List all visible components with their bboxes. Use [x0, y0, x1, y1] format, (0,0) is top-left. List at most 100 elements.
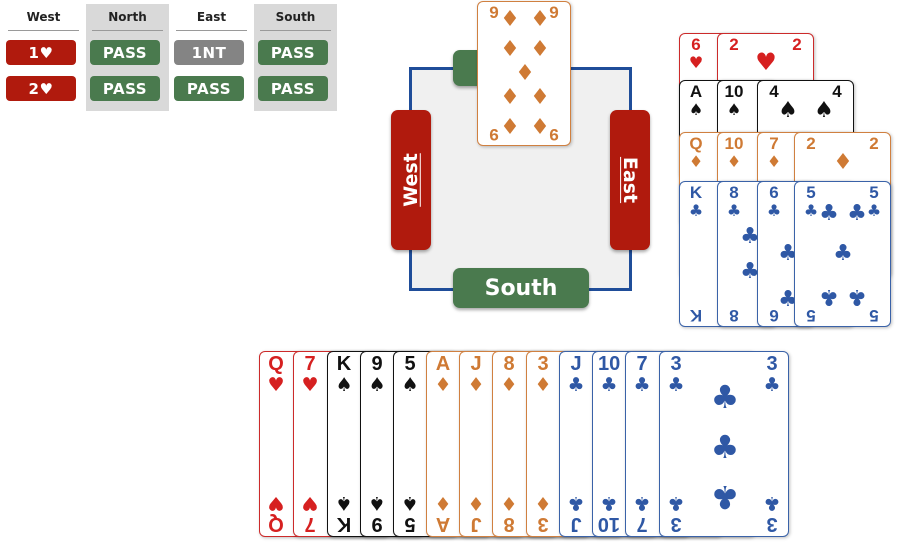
club-icon: ♣ — [833, 241, 853, 266]
card-index: 3♣ — [761, 492, 783, 535]
spade-icon: ♠ — [401, 374, 419, 396]
card-index: 2 — [869, 134, 879, 153]
club-icon: ♣ — [600, 492, 618, 514]
card-index: Q♥ — [265, 492, 287, 535]
divider — [260, 30, 331, 31]
divider — [8, 30, 79, 31]
card-index: 9♠ — [366, 354, 388, 395]
card-index: 4 — [832, 82, 842, 101]
card-index: 2 — [729, 35, 739, 54]
diamond-icon: ♦ — [530, 85, 550, 110]
club-icon: ♣ — [778, 287, 798, 312]
club-icon: ♣ — [819, 201, 839, 226]
divider — [176, 30, 247, 31]
card-index: 5♠ — [399, 354, 421, 395]
bid-west-2: 2♥ — [6, 76, 76, 101]
club-icon: ♣ — [710, 478, 740, 516]
heart-icon: ♥ — [301, 492, 319, 514]
card-index: K♣ — [685, 184, 707, 219]
club-icon: ♣ — [600, 374, 618, 396]
diamond-icon: ♦ — [530, 115, 550, 140]
diamond-icon: ♦ — [688, 152, 704, 171]
card-index: 9 — [549, 3, 559, 22]
diamond-icon: ♦ — [530, 7, 550, 32]
card-index: 3♦ — [532, 492, 554, 535]
bid-south-2: PASS — [258, 76, 328, 101]
diamond-icon: ♦ — [467, 374, 485, 396]
seat-south[interactable]: South — [453, 268, 589, 308]
diamond-icon: ♦ — [833, 150, 853, 175]
card-index: A♦ — [432, 354, 454, 395]
club-icon: ♣ — [803, 201, 819, 220]
club-icon: ♣ — [667, 492, 685, 514]
diamond-icon: ♦ — [500, 374, 518, 396]
card-index: 7♥ — [299, 492, 321, 535]
bid-column-east: East 1NT PASS — [170, 4, 253, 111]
card-index: 6♥ — [685, 36, 707, 71]
diamond-icon: ♦ — [515, 61, 535, 86]
card-index: 8♦ — [498, 492, 520, 535]
club-icon: ♣ — [866, 201, 882, 220]
seat-east[interactable]: East — [610, 110, 650, 250]
heart-icon: ♥ — [267, 374, 285, 396]
seat-south-label: South — [484, 275, 558, 301]
card-index: Q♥ — [265, 354, 287, 395]
spade-icon: ♠ — [335, 374, 353, 396]
card-index: K — [689, 306, 703, 325]
club-icon: ♣ — [710, 378, 740, 416]
seat-west[interactable]: West — [391, 110, 431, 250]
card-index: 3♣ — [665, 492, 687, 535]
bid-north-1: PASS — [90, 40, 160, 65]
card-index: 10♦ — [724, 134, 744, 171]
card-index: 8♦ — [498, 354, 520, 395]
spade-icon: ♠ — [688, 100, 704, 119]
card-index: 5♠ — [399, 492, 421, 535]
card-index: Q♦ — [685, 135, 707, 170]
card-index: A♠ — [685, 83, 707, 118]
hand-card-clubs-3[interactable]: 3♣ 3♣ 3♣ 3♣ ♣ ♣ ♣ — [659, 351, 789, 537]
card-index: 9♠ — [366, 492, 388, 535]
club-icon: ♣ — [763, 374, 781, 396]
dummy-card-clubs-5[interactable]: 5♣ 5♣ 5 5 ♣ ♣ ♣ ♣ ♣ — [794, 181, 891, 327]
card-index: 2 — [806, 134, 816, 153]
spade-icon: ♠ — [368, 374, 386, 396]
heart-icon: ♥ — [688, 53, 704, 72]
club-icon: ♣ — [710, 428, 740, 466]
card-index: 7♦ — [763, 135, 785, 170]
card-index: 9 — [489, 3, 499, 22]
card-index: 2 — [792, 35, 802, 54]
spade-icon: ♠ — [401, 492, 419, 514]
diamond-icon: ♦ — [500, 37, 520, 62]
card-index: J♦ — [465, 492, 487, 535]
heart-icon: ♥ — [267, 492, 285, 514]
card-index: 8♣ — [723, 184, 745, 219]
diamond-icon: ♦ — [530, 37, 550, 62]
card-index: 5♣ — [800, 184, 822, 219]
bid-south-1: PASS — [258, 40, 328, 65]
diamond-icon: ♦ — [726, 152, 742, 171]
trick-card[interactable]: 9 9 9 9 ♦ ♦ ♦ ♦ ♦ ♦ ♦ ♦ ♦ — [477, 1, 571, 146]
seat-east-label: East — [619, 156, 642, 204]
club-icon: ♣ — [740, 259, 760, 284]
club-icon: ♣ — [567, 374, 585, 396]
card-index: 7♣ — [631, 354, 653, 395]
club-icon: ♣ — [766, 201, 782, 220]
card-index: 7♣ — [631, 492, 653, 535]
heart-icon: ♥ — [301, 374, 319, 396]
bid-column-west: West 1♥ 2♥ — [2, 4, 85, 111]
club-icon: ♣ — [740, 224, 760, 249]
card-index: 10♠ — [724, 82, 744, 119]
diamond-icon: ♦ — [467, 492, 485, 514]
club-icon: ♣ — [847, 284, 867, 309]
card-index: 4 — [769, 82, 779, 101]
diamond-icon: ♦ — [500, 7, 520, 32]
club-icon: ♣ — [567, 492, 585, 514]
heart-icon: ♥ — [755, 48, 777, 76]
club-icon: ♣ — [633, 492, 651, 514]
card-index: 5 — [806, 306, 816, 325]
card-index: 3♣ — [761, 354, 783, 395]
diamond-icon: ♦ — [766, 152, 782, 171]
diamond-icon: ♦ — [500, 85, 520, 110]
club-icon: ♣ — [819, 284, 839, 309]
spade-icon: ♠ — [335, 492, 353, 514]
